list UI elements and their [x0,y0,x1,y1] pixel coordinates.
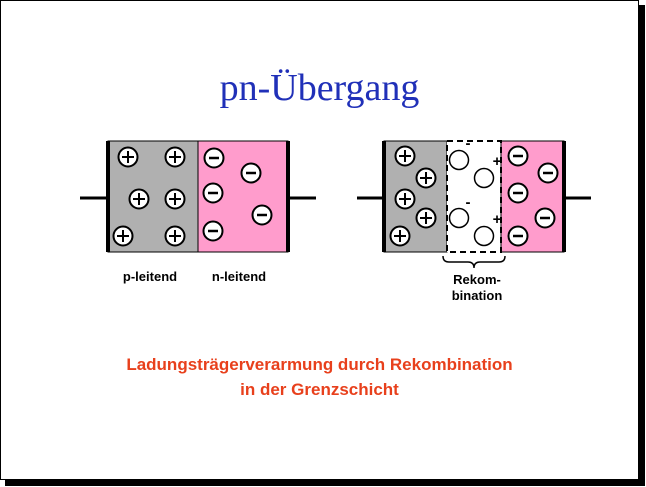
caption-line1: Ladungsträgerverarmung durch Rekombinati… [126,355,513,374]
right-electrode [562,141,566,252]
negative-charge [202,220,224,242]
recombination-brace [442,255,506,269]
recombined-hole [473,167,495,189]
page-title: pn-Übergang [219,67,420,109]
slide-shadow-bottom [5,480,645,486]
recombined-hole [448,149,470,171]
caption-line2: in der Grenzschicht [240,380,399,399]
negative-charge [507,225,529,247]
positive-charge [117,146,139,168]
recombination-label-line2: bination [452,288,503,303]
positive-charge [128,188,150,210]
positive-ion-sign: + [493,153,502,170]
positive-charge [394,188,416,210]
positive-charge [164,146,186,168]
negative-charge [537,162,559,184]
recombined-hole [448,207,470,229]
positive-charge [112,225,134,247]
negative-ion-sign: - [466,194,471,211]
slide-shadow-right [639,5,645,484]
positive-charge [389,225,411,247]
positive-charge [394,145,416,167]
positive-charge [415,207,437,229]
positive-charge [164,225,186,247]
negative-charge [507,145,529,167]
right-electrode [286,141,290,252]
positive-charge [164,188,186,210]
pn-junction-left: p-leitend n-leitend [80,140,316,284]
negative-charge [203,147,225,169]
negative-ion-sign: - [466,135,471,152]
negative-charge [202,182,224,204]
p-side-label: p-leitend [123,269,177,284]
left-electrode [106,141,110,252]
n-side-label: n-leitend [212,269,266,284]
negative-charge [240,162,262,184]
pn-junction-right: - + - + Rekom- bination [357,135,591,303]
positive-charge [415,167,437,189]
negative-charge [534,207,556,229]
positive-ion-sign: + [493,211,502,228]
negative-charge [507,182,529,204]
depletion-boundary [446,140,502,253]
left-electrode [382,141,386,252]
recombined-hole [473,225,495,247]
recombination-label-line1: Rekom- [453,272,501,287]
negative-charge [251,204,273,226]
